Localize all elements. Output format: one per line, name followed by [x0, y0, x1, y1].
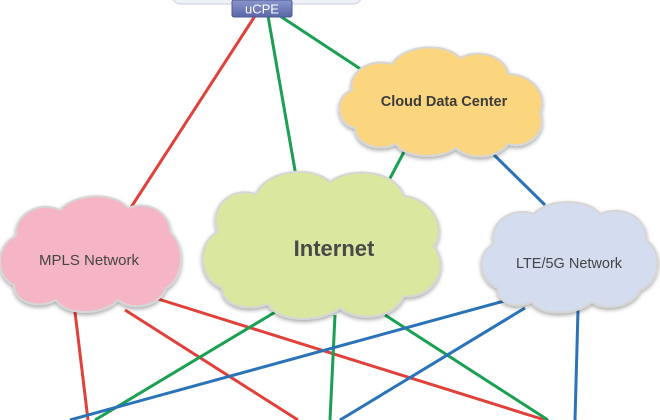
cloud-data-center: Cloud Data Center: [338, 46, 543, 158]
link-lte-down-2: [339, 306, 526, 420]
link-ucpe-to-mpls: [126, 15, 257, 213]
link-mpls-down-1: [73, 311, 90, 420]
cloud-lte-label: LTE/5G Network: [516, 256, 623, 272]
cloud-lte-5g-network: LTE/5G Network: [480, 201, 659, 314]
ucpe-box: [231, 0, 293, 18]
cloud-internet-label: Internet: [294, 236, 375, 261]
link-ucpe-to-internet: [266, 15, 298, 177]
link-mpls-down-3: [154, 296, 546, 420]
link-cloud-dc-to-lte: [485, 146, 547, 207]
link-cloud-dc-to-internet: [386, 149, 407, 183]
link-internet-down-3: [384, 313, 549, 420]
cloud-mpls-shape: [0, 195, 182, 313]
cloud-mpls-label: MPLS Network: [39, 252, 140, 269]
cloud-mpls-network: MPLS Network: [0, 195, 182, 313]
cloud-data-center-shape: [338, 46, 543, 158]
cloud-internet-shape: [201, 170, 442, 320]
cloud-internet: Internet: [201, 170, 442, 320]
cloud-lte-shape: [480, 201, 659, 314]
link-internet-down-2: [328, 314, 337, 420]
cloud-data-center-label: Cloud Data Center: [381, 94, 508, 110]
link-mpls-down-2: [124, 308, 299, 420]
link-lte-down-1: [69, 296, 516, 420]
link-internet-down-1: [94, 306, 283, 420]
link-lte-down-3: [573, 309, 580, 420]
ucpe-label: uCPE: [245, 2, 279, 17]
links-layer: [69, 14, 580, 420]
link-ucpe-to-cloud-dc: [279, 14, 363, 72]
ucpe-device: uCPE: [172, 0, 362, 18]
